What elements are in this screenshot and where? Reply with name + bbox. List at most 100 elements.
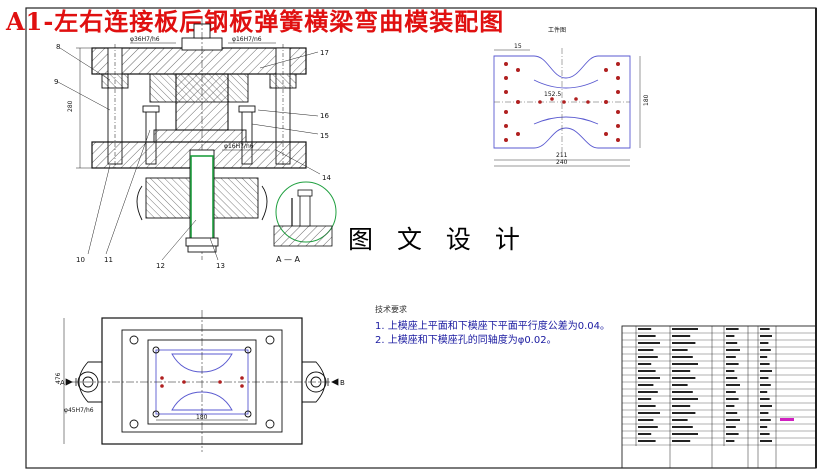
bom-cell-text xyxy=(672,370,691,372)
dim-plan-h: 476 xyxy=(55,372,62,384)
note-item-1: 1. 上模座上平面和下模座下平面平行度公差为0.04。 xyxy=(375,321,610,332)
callout-15: 15 xyxy=(320,132,329,140)
bom-cell-text xyxy=(672,426,693,428)
dim-part-mid: 152.5 xyxy=(544,91,561,98)
callout-12: 12 xyxy=(156,262,165,270)
bom-cell-text xyxy=(726,349,740,351)
callout-13: 13 xyxy=(216,262,225,270)
plan-view-holes xyxy=(160,376,244,388)
bom-cell-text xyxy=(638,370,656,372)
bom-cell-text xyxy=(672,377,696,379)
bom-cell-text xyxy=(726,440,735,442)
bom-cell-text xyxy=(638,356,658,358)
bom-cell-text xyxy=(760,363,770,365)
bom-cell-text xyxy=(638,412,660,414)
callout-9: 9 xyxy=(54,78,58,86)
front-view-dimensions xyxy=(57,42,321,261)
bom-cell-text xyxy=(638,398,652,400)
bom-cell-text xyxy=(638,426,658,428)
bom-cell-text xyxy=(760,377,769,379)
callouts: 8 9 10 11 12 13 14 15 16 17 xyxy=(54,43,331,270)
bom-cell-text xyxy=(760,440,772,442)
bom-cell-text xyxy=(760,335,772,337)
dim-d2: φ16H7/n6 xyxy=(232,36,262,43)
bom-cell-text xyxy=(672,419,688,421)
bom-cell-text xyxy=(760,370,772,372)
bom-cell-text xyxy=(726,391,736,393)
workpiece-dimensions xyxy=(494,49,641,167)
callout-11: 11 xyxy=(104,256,113,264)
bom-cell-text xyxy=(726,405,735,407)
bom-cell-text xyxy=(672,412,696,414)
dim-plan-w: 180 xyxy=(196,414,208,421)
bom-cell-text xyxy=(638,419,654,421)
bom-cell-text xyxy=(638,391,658,393)
bom-cell-text xyxy=(760,433,770,435)
dim-height: 280 xyxy=(67,100,74,112)
section-label: A — A xyxy=(276,255,301,264)
dim-part-w1: 211 xyxy=(556,152,568,159)
workpiece-label: 工件图 xyxy=(548,26,566,34)
bom-cell-text xyxy=(760,412,769,414)
callout-10: 10 xyxy=(76,256,85,264)
watermark: 图 文 设 计 xyxy=(342,220,534,256)
bom-cell-text xyxy=(638,433,652,435)
bom-cell-text xyxy=(672,349,688,351)
bom-table xyxy=(621,325,817,469)
bom-cell-text xyxy=(726,412,738,414)
bom-cell-text xyxy=(638,377,660,379)
front-section-view xyxy=(91,18,307,260)
bom-cell-text xyxy=(726,328,739,330)
bom-cell-text xyxy=(638,349,654,351)
bom-cell-text xyxy=(672,405,691,407)
bom-cell-text xyxy=(672,328,698,330)
section-letter-a: A xyxy=(60,379,65,387)
dim-plan-fit: φ45H7/h6 xyxy=(64,407,94,414)
bom-cell-text xyxy=(638,342,660,344)
bom-cell-text xyxy=(672,391,693,393)
bom-rows xyxy=(622,332,816,446)
workpiece-holes xyxy=(504,62,620,142)
callout-16: 16 xyxy=(320,112,329,120)
plan-view xyxy=(63,310,334,452)
technical-notes: 技术要求 1. 上模座上平面和下模座下平面平行度公差为0.04。 2. 上模座和… xyxy=(375,303,610,348)
notes-heading: 技术要求 xyxy=(375,305,407,314)
note-item-2: 2. 上模座和下模座孔的同轴度为φ0.02。 xyxy=(375,335,557,346)
bom-cell-text xyxy=(672,433,698,435)
callout-17: 17 xyxy=(320,49,329,57)
bom-cell-text xyxy=(672,398,698,400)
bom-cell-text xyxy=(638,328,652,330)
bom-cell-text xyxy=(672,342,696,344)
bom-cell-text xyxy=(672,440,691,442)
bom-cell-text xyxy=(726,363,739,365)
bom-cell-text xyxy=(726,356,736,358)
bom-cell-text xyxy=(726,377,738,379)
bom-cell-text xyxy=(672,356,693,358)
section-letter-b: B xyxy=(340,379,345,387)
dim-part-top: 15 xyxy=(514,43,522,50)
bom-cell-text xyxy=(726,335,735,337)
bom-highlight-mark xyxy=(780,418,794,421)
dim-part-w2: 240 xyxy=(556,159,568,166)
bom-cell-text xyxy=(760,405,772,407)
bom-cell-text xyxy=(638,384,654,386)
bom-cell-text xyxy=(760,391,768,393)
dim-part-h: 180 xyxy=(643,94,650,106)
bom-cell-text xyxy=(726,426,736,428)
bom-cell-text xyxy=(760,384,771,386)
bom-cell-text xyxy=(672,363,698,365)
bom-cell-text xyxy=(672,335,691,337)
bom-cell-text xyxy=(760,426,768,428)
bom-cell-text xyxy=(760,398,770,400)
drawing-title: A1-左右连接板后钢板弹簧横梁弯曲模装配图 xyxy=(6,7,505,36)
bom-cell-text xyxy=(726,419,740,421)
section-a-a-detail xyxy=(273,181,337,247)
bom-cell-text xyxy=(726,370,735,372)
bom-cell-text xyxy=(760,349,771,351)
bom-cell-text xyxy=(760,356,768,358)
bom-cell-text xyxy=(638,405,656,407)
bom-cell-text xyxy=(760,342,769,344)
bom-cell-text xyxy=(726,342,738,344)
bom-cell-text xyxy=(638,363,652,365)
